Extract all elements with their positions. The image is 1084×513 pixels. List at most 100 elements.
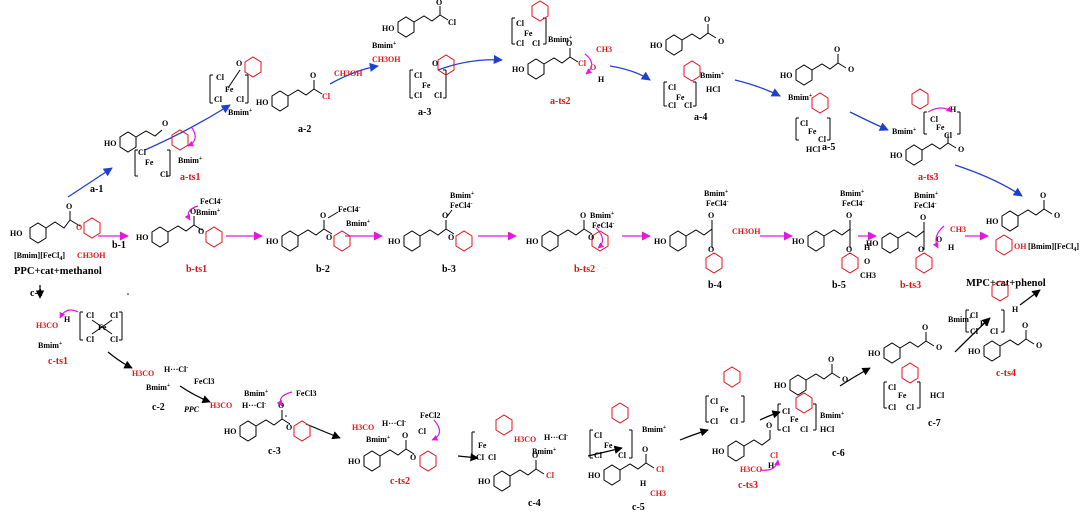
c2-fecl3: FeCl3 (194, 377, 214, 386)
catalyst-label: [Bmim][FeCl4] (14, 251, 65, 262)
bts2-fecl4: FeCl4- (592, 221, 614, 230)
cts2-h3co: H3CO (352, 423, 374, 432)
b5-fecl4: FeCl4- (842, 199, 864, 208)
bts1-o: O (190, 207, 196, 216)
ats3-o: O (958, 145, 964, 154)
ats3-cl1: Cl (930, 115, 939, 124)
label-bts3: b-ts3 (900, 280, 921, 291)
cts4-cl1: Cl (970, 311, 979, 320)
a2-cl3: Cl (236, 95, 245, 104)
c4-cl-acyl: Cl (546, 471, 555, 480)
bts3-curly-arrow (932, 225, 945, 249)
cts1-curly-arrow (59, 309, 79, 319)
b4-structure (669, 220, 723, 274)
cts4-o: O (1022, 321, 1028, 330)
c5-o: O (642, 445, 648, 454)
a4-structure (663, 24, 717, 107)
ats3-curly-arrow (927, 106, 953, 113)
ats3-cl2: Cl (944, 131, 953, 140)
a2-fe: Fe (225, 85, 234, 94)
c3-o-ester: O (286, 423, 292, 432)
label-c4: c-4 (528, 498, 541, 509)
ats1-ho: HO (104, 139, 116, 148)
c3-h3co: H3CO (210, 401, 232, 410)
cts2-o-ester: O (410, 453, 416, 462)
c3-h-cl: H···Cl- (242, 401, 266, 410)
ats1-structure (119, 129, 189, 177)
cts4-ho: HO (968, 347, 980, 356)
bts2-bmim: Bmim+ (590, 211, 615, 220)
ats2-o: O (566, 39, 572, 48)
c3-structure (239, 410, 311, 442)
a5-fe: Fe (808, 127, 817, 136)
start-o-carbonyl: O (66, 202, 72, 211)
b3-fecl4: FeCl4- (450, 201, 472, 210)
c7-hcl: HCl (930, 391, 945, 400)
c5-cl3: Cl (618, 451, 627, 460)
b4-o-ester: O (708, 245, 714, 254)
b5-structure (807, 220, 859, 274)
label-b2: b-2 (316, 264, 330, 275)
ats2-ho: HO (512, 65, 524, 74)
product-o-carbonyl: O (1040, 191, 1046, 200)
c5-och3: CH3 (650, 489, 666, 498)
ats3-fe: Fe (936, 123, 945, 132)
c5-structure (589, 402, 655, 486)
label-ats3: a-ts3 (918, 172, 939, 183)
a3-fe: Fe (422, 81, 431, 90)
cts2-bmim: Bmim+ (366, 435, 391, 444)
cts1-cl3: Cl (86, 335, 95, 344)
ats3-h: H (950, 105, 957, 114)
c6-o: O (828, 355, 834, 364)
a5-o-methoxy: O (848, 65, 854, 74)
c4-o: O (532, 451, 538, 460)
c6-cl2: Cl (782, 425, 791, 434)
a3-cl3: Cl (434, 91, 443, 100)
cts3-cl2: Cl (710, 417, 719, 426)
product-phenol-oh: OH (1014, 242, 1027, 251)
bts3-h: H (948, 243, 955, 252)
label-cts2: c-ts2 (390, 476, 410, 487)
start-ho: HO (10, 229, 22, 238)
a2-molecule (271, 80, 323, 112)
cts1-cl1: Cl (86, 311, 95, 320)
b3-structure (403, 209, 473, 252)
a3-methanol: CH3OH (372, 55, 401, 64)
label-ats2: a-ts2 (550, 96, 571, 107)
cts1-fe: Fe (98, 323, 107, 332)
a4-cl1: Cl (668, 83, 677, 92)
ats1-bmim: Bmim+ (178, 156, 203, 165)
cts3-structure (705, 366, 771, 462)
a3-bmim: Bmim+ (372, 41, 397, 50)
a2-o: O (236, 59, 242, 68)
label-b5: b-5 (832, 280, 846, 291)
cts2-structure (363, 440, 437, 472)
ats2-ch3: CH3 (596, 45, 612, 54)
cts4-cl3: Cl (990, 327, 999, 336)
a3-ho: HO (382, 24, 394, 33)
c4-fe: Fe (478, 441, 487, 450)
arrow-ats2-to-a4 (609, 65, 651, 81)
c6-cl3: Cl (800, 425, 809, 434)
c7-fe: Fe (898, 391, 907, 400)
cts4-cl2: Cl (970, 327, 979, 336)
c7-o-methoxy: O (936, 343, 942, 352)
ats1-cl2: Cl (160, 170, 169, 179)
b5-ho: HO (792, 237, 804, 246)
label-c5: c-5 (632, 502, 645, 513)
b2-o-ester: O (326, 233, 332, 242)
b3-bmim: Bmim+ (450, 191, 475, 200)
c3-fecl3: FeCl3 (296, 389, 316, 398)
label-bts2: b-ts2 (574, 264, 595, 275)
c4-bmim: Bmim+ (532, 447, 557, 456)
cts1-cl4: Cl (110, 335, 119, 344)
b5-bmim: Bmim+ (840, 189, 865, 198)
bts3-ch3: CH3 (950, 225, 966, 234)
ats2-fe: Fe (524, 29, 533, 38)
product-o-methoxy: O (1054, 211, 1060, 220)
b4-bmim: Bmim+ (704, 189, 729, 198)
bts3-bmim: Bmim+ (914, 191, 939, 200)
c6-structure (777, 364, 841, 431)
c6-o-methoxy: O (842, 375, 848, 384)
ats2-cl2: Cl (516, 39, 525, 48)
